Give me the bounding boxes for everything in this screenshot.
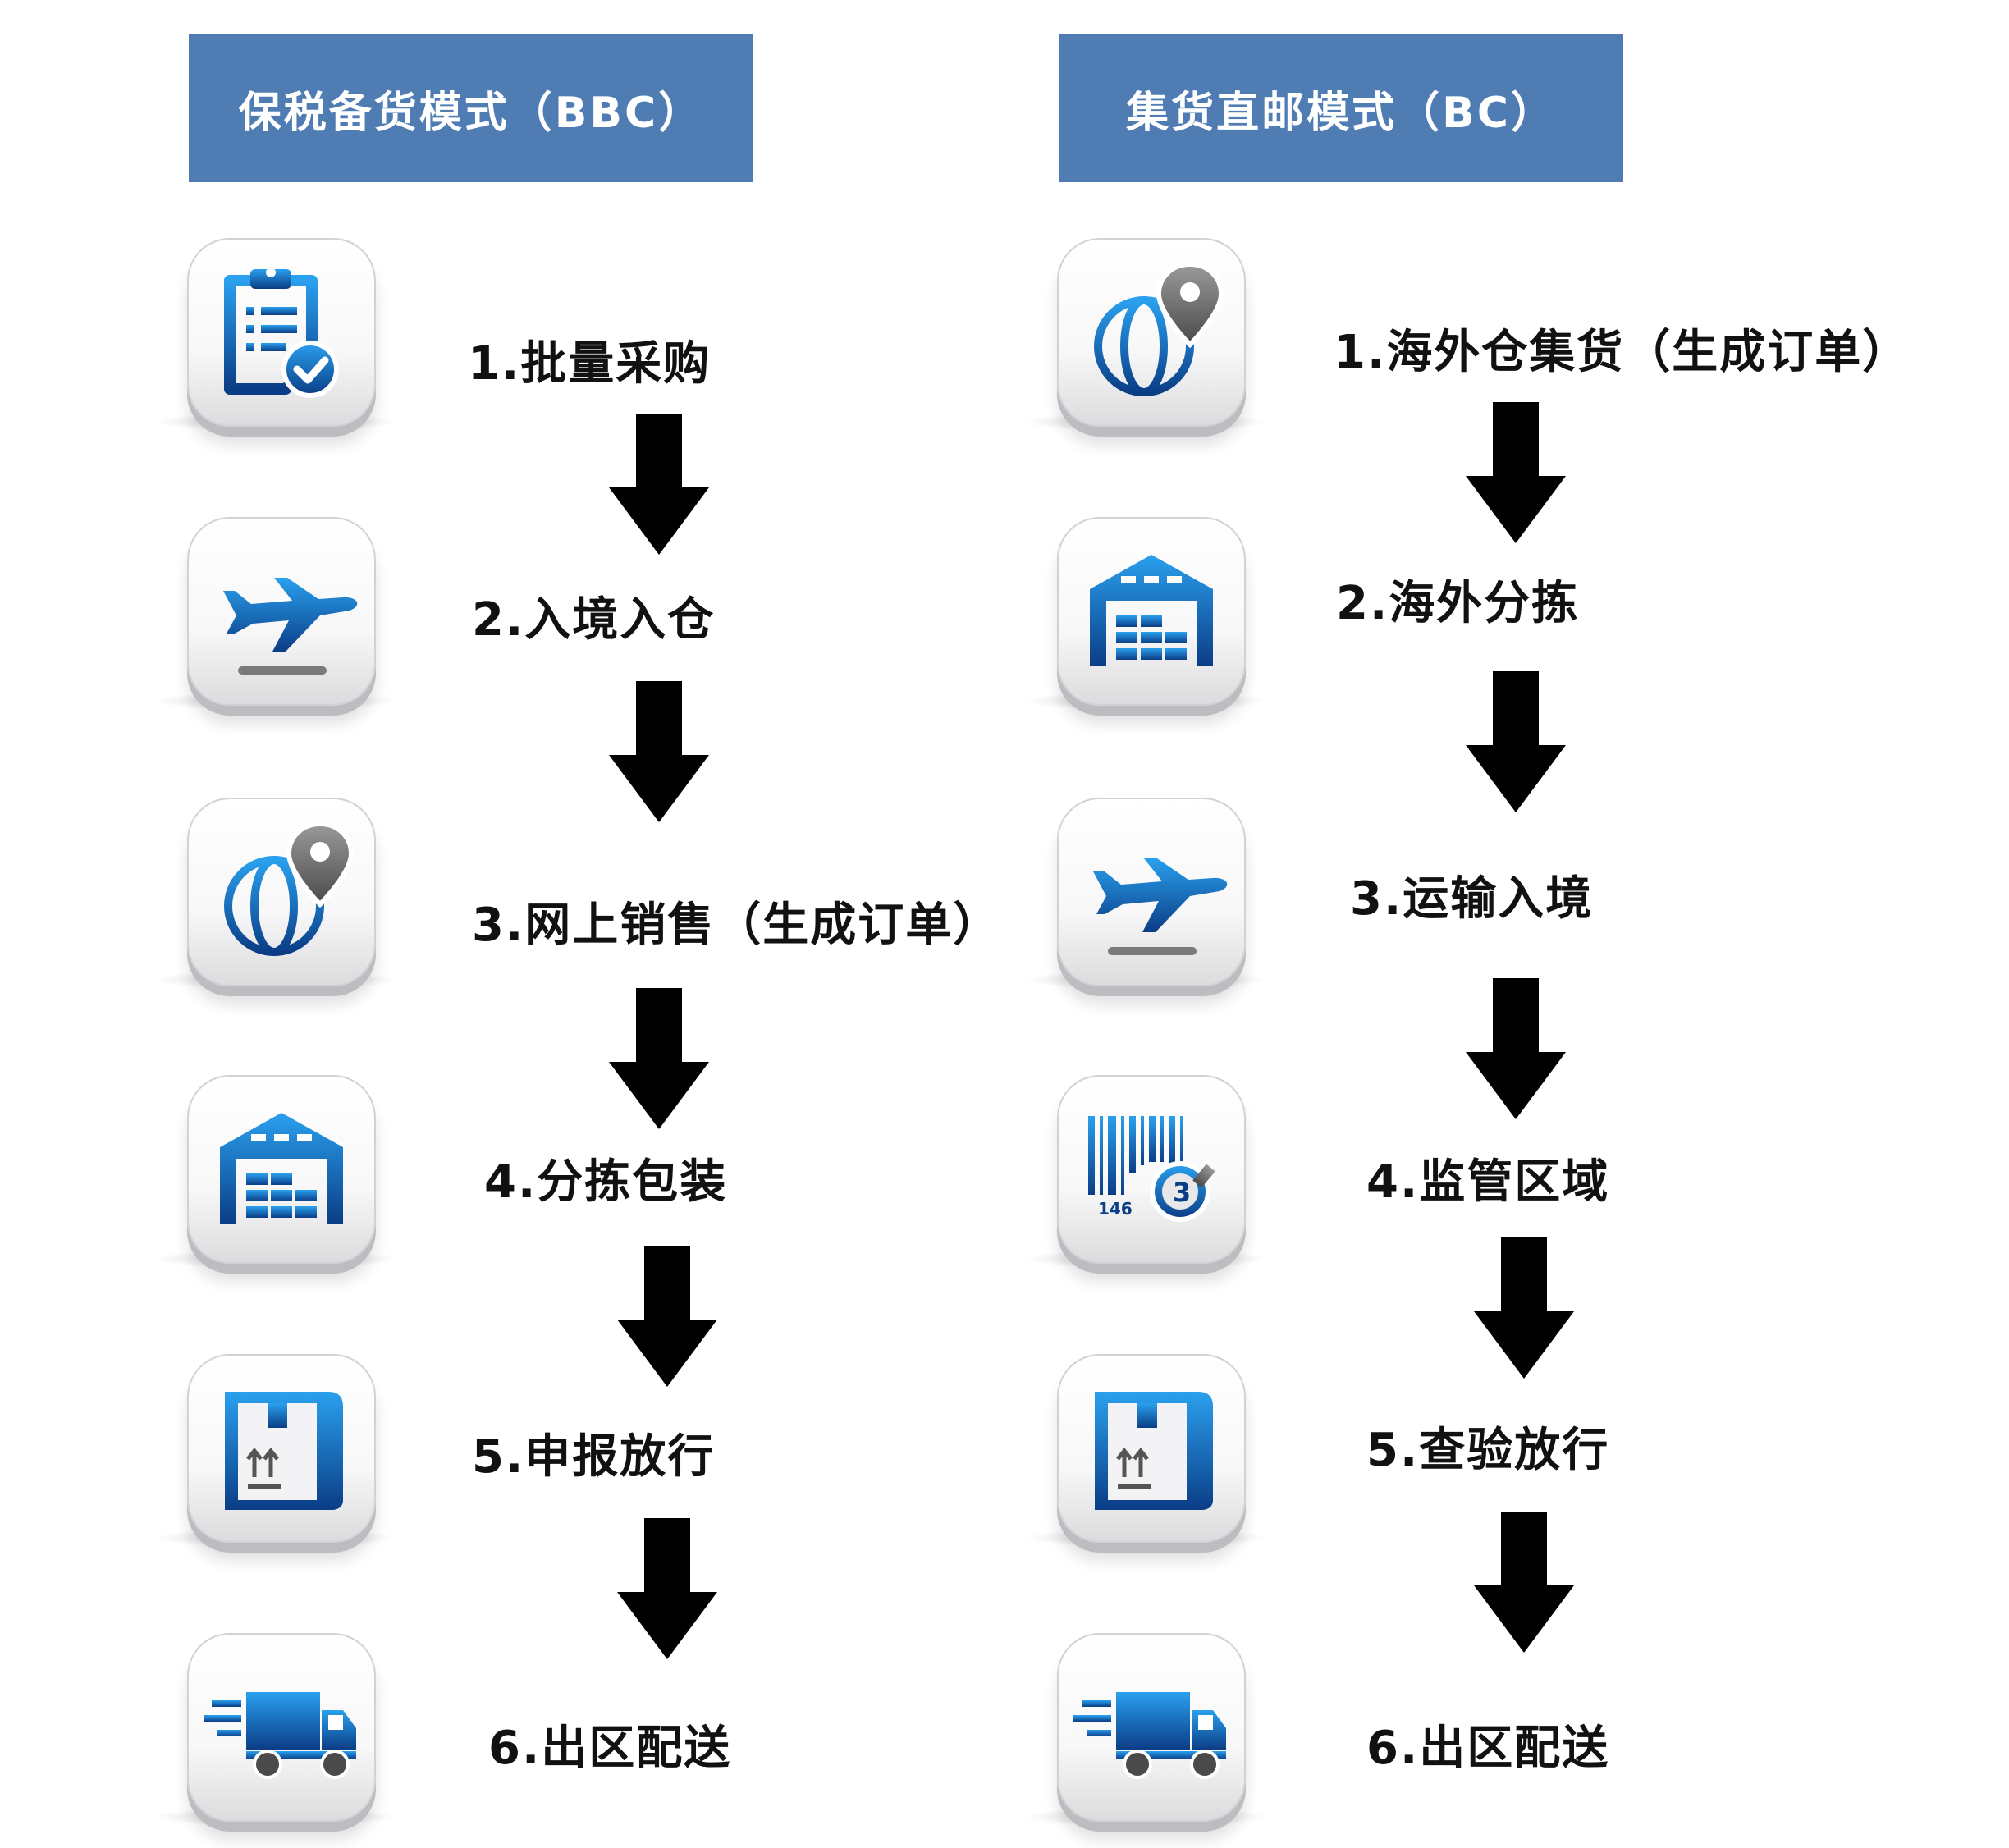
left-step-2: 2.入境入仓 <box>472 593 716 647</box>
bc-mode-header: 集货直邮模式（BC） <box>1059 34 1623 182</box>
right-step-6: 6.出区配送 <box>1366 1722 1610 1775</box>
bbc-mode-title: 保税备货模式（BBC） <box>238 88 704 138</box>
right-step-5: 5.查验放行 <box>1366 1424 1610 1477</box>
warehouse-icon <box>187 1075 376 1264</box>
delivery-truck-icon <box>1057 1633 1246 1822</box>
left-step-1: 1.批量采购 <box>468 337 712 391</box>
globe-location-icon <box>1057 238 1246 427</box>
left-step-3: 3.网上销售（生成订单） <box>472 899 1001 952</box>
right-arrow-1 <box>1466 402 1566 543</box>
left-arrow-5 <box>617 1518 717 1659</box>
left-arrow-1 <box>609 414 709 555</box>
right-step-2: 2.海外分拣 <box>1336 577 1580 630</box>
left-arrow-3 <box>609 988 709 1129</box>
right-step-3: 3.运输入境 <box>1350 872 1594 926</box>
right-arrow-2 <box>1466 671 1566 812</box>
left-step-6: 6.出区配送 <box>488 1722 732 1775</box>
left-step-5: 5.申报放行 <box>472 1430 716 1484</box>
right-step-1: 1.海外仓集货（生成订单） <box>1334 326 1911 379</box>
left-arrow-4 <box>617 1246 717 1387</box>
airplane-departure-icon <box>1057 798 1246 986</box>
package-box-icon <box>1057 1354 1246 1543</box>
globe-location-icon <box>187 798 376 986</box>
barcode-icon <box>1057 1075 1246 1264</box>
right-arrow-3 <box>1466 978 1566 1119</box>
right-step-4: 4.监管区域 <box>1366 1155 1610 1209</box>
airplane-departure-icon <box>187 517 376 706</box>
right-arrow-4 <box>1474 1237 1574 1379</box>
warehouse-icon <box>1057 517 1246 706</box>
delivery-truck-icon <box>187 1633 376 1822</box>
bbc-mode-header: 保税备货模式（BBC） <box>189 34 753 182</box>
clipboard-check-icon <box>187 238 376 427</box>
left-arrow-2 <box>609 681 709 822</box>
bc-mode-title: 集货直邮模式（BC） <box>1126 88 1556 138</box>
package-box-icon <box>187 1354 376 1543</box>
right-arrow-5 <box>1474 1512 1574 1653</box>
left-step-4: 4.分拣包装 <box>484 1155 728 1209</box>
